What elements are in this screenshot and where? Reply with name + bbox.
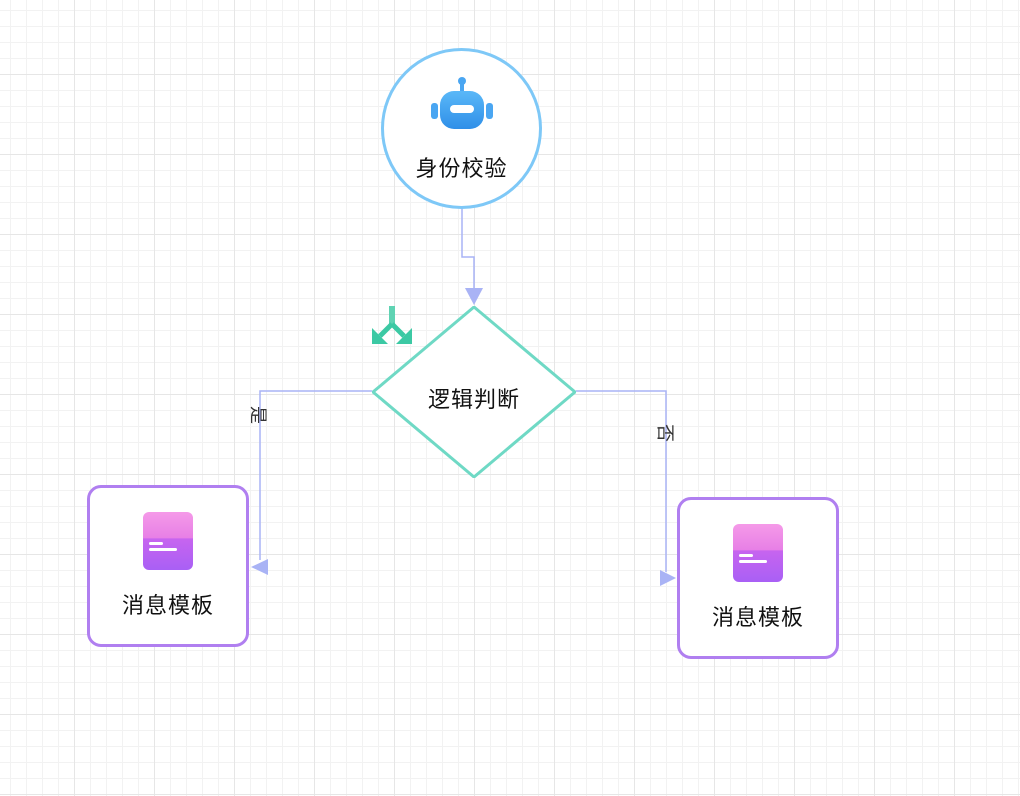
edge-decision-yes[interactable] xyxy=(259,390,372,560)
edge-decision-no[interactable] xyxy=(576,390,667,572)
edge-label-yes[interactable]: 是 xyxy=(247,406,268,424)
node-message-template-left[interactable]: 消息模板 xyxy=(87,485,249,647)
robot-icon xyxy=(428,75,496,135)
node-label: 消息模板 xyxy=(711,606,804,631)
arrowhead-right-node xyxy=(660,570,676,586)
node-logic-decision[interactable]: 逻辑判断 xyxy=(372,306,576,478)
node-label: 身份校验 xyxy=(415,156,508,182)
node-message-template-right[interactable]: 消息模板 xyxy=(677,497,839,659)
arrowhead-left-node xyxy=(251,559,268,575)
diamond-shape xyxy=(372,306,576,478)
node-label: 逻辑判断 xyxy=(427,388,520,413)
edge-start-to-decision[interactable] xyxy=(461,208,475,288)
arrowhead-down xyxy=(465,288,483,305)
message-template-icon xyxy=(143,512,193,574)
node-label: 消息模板 xyxy=(121,594,214,619)
message-template-icon xyxy=(733,524,783,586)
edge-label-no[interactable]: 否 xyxy=(654,424,675,442)
node-identity-check[interactable]: 身份校验 xyxy=(381,48,542,209)
